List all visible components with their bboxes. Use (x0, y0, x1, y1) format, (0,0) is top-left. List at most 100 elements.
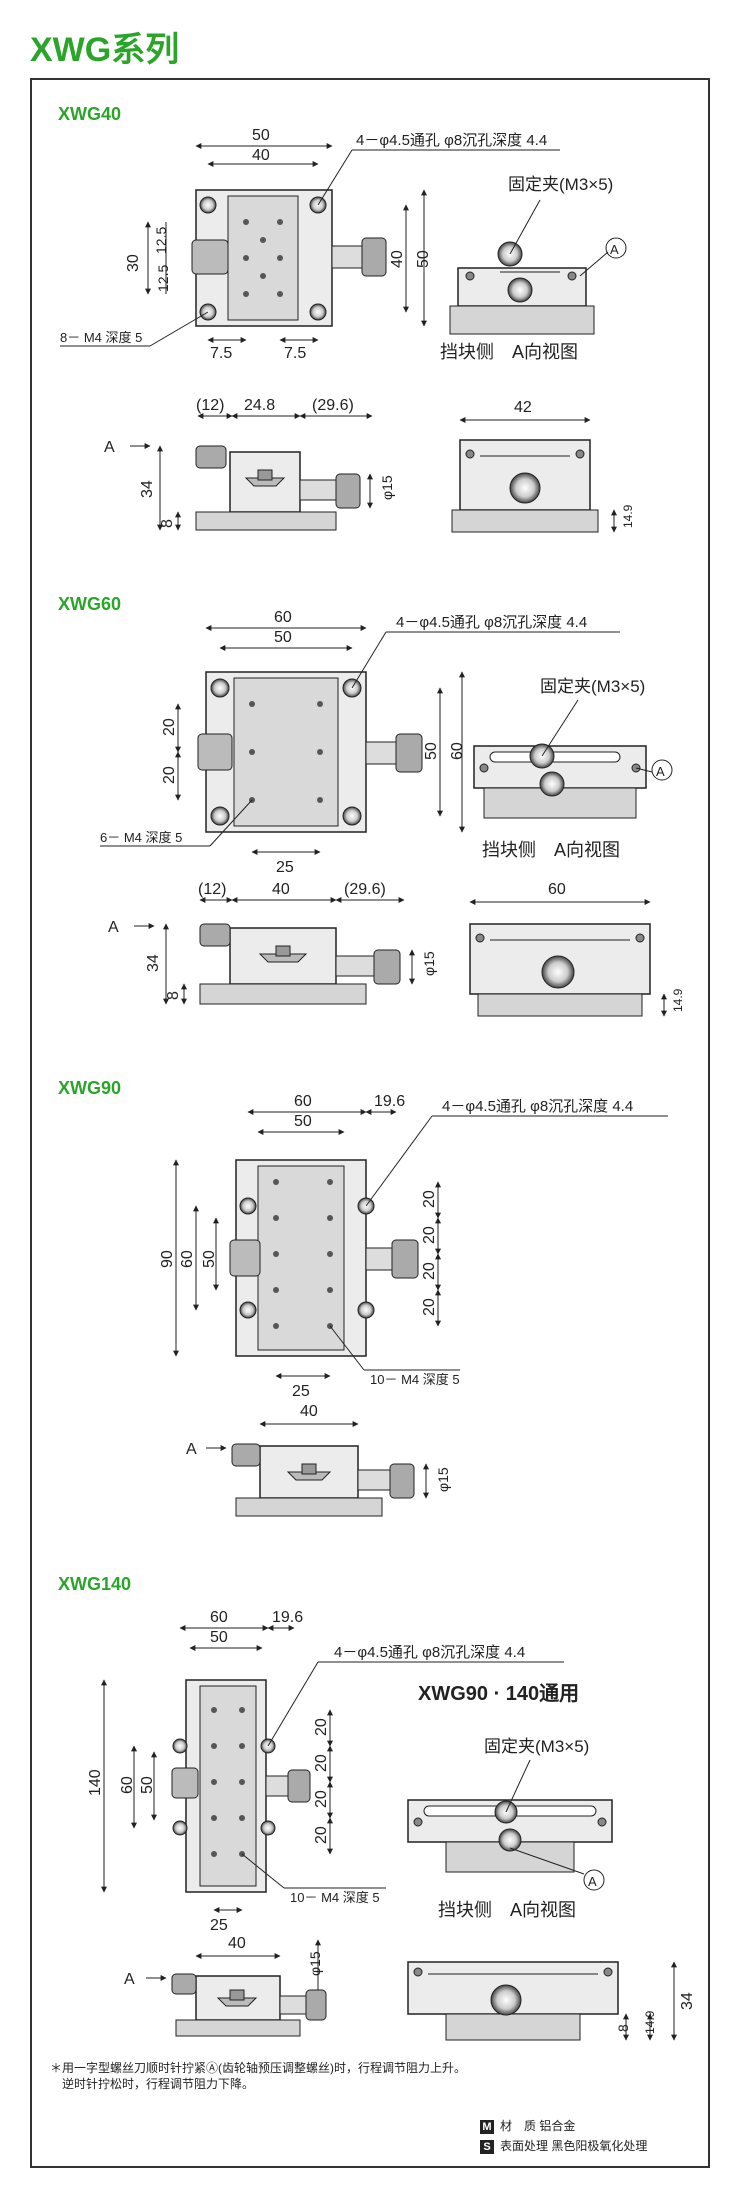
xwg140-dim-25: 25 (210, 1917, 228, 1934)
xwg140-m4-label: 10－ M4 深度 5 (290, 1890, 380, 1905)
xwg90-dim-phi15: φ15 (435, 1467, 451, 1492)
xwg60-circle-a-text: A (656, 764, 665, 779)
section-label-xwg40: XWG40 (58, 104, 121, 124)
xwg40-dim-12: (12) (196, 397, 224, 414)
legend-key: M (480, 2119, 494, 2134)
xwg40-dim-149: 14.9 (621, 504, 635, 528)
xwg60-dim-8: 8 (165, 991, 182, 1000)
xwg40-view-label: 挡块侧 A向视图 (440, 342, 578, 362)
xwg60-dim-60: 60 (274, 609, 292, 626)
xwg40-top-view (191, 189, 387, 327)
xwg60-dim-25: 25 (276, 859, 294, 876)
xwg40-dim-125a: 12.5 (153, 227, 169, 254)
xwg60-arrow-a: A (108, 919, 119, 936)
xwg40-circle-a-text: A (610, 242, 619, 257)
shared-circle-a-text: A (588, 1874, 597, 1889)
xwg60-dim-40: 40 (272, 881, 290, 898)
xwg140-dim-20d: 20 (313, 1826, 330, 1844)
xwg40-dim-40: 40 (252, 147, 270, 164)
xwg40-dim-75b: 7.5 (284, 345, 306, 362)
xwg40-dim-50r: 50 (415, 250, 432, 268)
xwg60-dim-50r: 50 (423, 742, 440, 760)
xwg60-dim-50: 50 (274, 629, 292, 646)
shared-title: XWG90 · 140通用 (418, 1682, 579, 1705)
xwg140-top-view (171, 1679, 311, 1893)
xwg40-front-view (195, 445, 361, 531)
xwg90-dim-50v: 50 (201, 1250, 218, 1268)
xwg60-bolt-hole-label: 4－φ4.5通孔 φ8沉孔深度 4.4 (396, 614, 587, 631)
xwg90-m4-label: 10－ M4 深度 5 (370, 1372, 460, 1387)
xwg40-bolt-hole-label: 4－φ4.5通孔 φ8沉孔深度 4.4 (356, 132, 547, 149)
xwg90-dim-90: 90 (159, 1250, 176, 1268)
xwg140-bolt-hole-label: 4－φ4.5通孔 φ8沉孔深度 4.4 (334, 1644, 525, 1661)
xwg140-dim-20b: 20 (313, 1754, 330, 1772)
xwg90-top-view (229, 1159, 419, 1357)
xwg140-dim-60v: 60 (119, 1776, 136, 1794)
shared-end-view (407, 1961, 619, 2041)
xwg40-clamp-label: 固定夹(M3×5) (508, 175, 613, 194)
xwg40-dim-30: 30 (125, 254, 142, 272)
xwg90-dim-40: 40 (300, 1403, 318, 1420)
legend-key: S (480, 2139, 494, 2154)
xwg90-dim-20b: 20 (421, 1226, 438, 1244)
xwg140-dim-50: 50 (210, 1629, 228, 1646)
xwg40-dim-34: 34 (139, 480, 156, 498)
xwg60-m4-label: 6－ M4 深度 5 (100, 830, 182, 845)
xwg60-dim-phi15: φ15 (421, 951, 437, 976)
xwg60-dim-34: 34 (145, 954, 162, 972)
xwg90-dim-20c: 20 (421, 1262, 438, 1280)
xwg60-dim-296: (29.6) (344, 881, 386, 898)
xwg60-dim-12: (12) (198, 881, 226, 898)
xwg40-arrow-a: A (104, 439, 115, 456)
xwg90-dim-25: 25 (292, 1383, 310, 1400)
xwg90-dim-20d: 20 (421, 1298, 438, 1316)
shared-circle-a (583, 1869, 605, 1891)
page-title: XWG系列 (30, 31, 180, 69)
xwg60-end-view (469, 923, 651, 1017)
xwg140-arrow-a: A (124, 1971, 135, 1988)
xwg40-side-view-a (449, 241, 595, 335)
xwg90-dim-20a: 20 (421, 1190, 438, 1208)
xwg90-bolt-hole-label: 4－φ4.5通孔 φ8沉孔深度 4.4 (442, 1098, 633, 1115)
xwg140-dim-34: 34 (679, 1992, 696, 2010)
xwg140-dim-149: 14.9 (643, 2010, 657, 2034)
legend-label: 表面处理 黑色阳极氧化处理 (500, 2139, 648, 2153)
xwg60-dim-60b: 60 (548, 881, 566, 898)
xwg90-dim-196: 19.6 (374, 1093, 405, 1110)
xwg40-circle-a (605, 237, 627, 259)
xwg140-dim-8: 8 (615, 2024, 631, 2032)
xwg40-end-view (451, 439, 599, 533)
xwg140-front-view (171, 1973, 327, 2037)
shared-view-label: 挡块侧 A向视图 (438, 1900, 576, 1920)
section-label-xwg140: XWG140 (58, 1574, 131, 1594)
xwg140-dim-140: 140 (87, 1769, 104, 1796)
xwg140-dim-196: 19.6 (272, 1609, 303, 1626)
xwg90-dim-50: 50 (294, 1113, 312, 1130)
xwg40-dim-75a: 7.5 (210, 345, 232, 362)
xwg140-dim-phi15: φ15 (307, 1951, 323, 1976)
xwg60-side-view-a (473, 743, 647, 819)
xwg90-front-view (231, 1443, 415, 1517)
xwg90-dim-60: 60 (294, 1093, 312, 1110)
section-label-xwg60: XWG60 (58, 594, 121, 614)
xwg60-top-view (197, 671, 423, 833)
xwg60-dim-149: 14.9 (671, 988, 685, 1012)
xwg90-arrow-a: A (186, 1441, 197, 1458)
legend-item-surface: S 表面处理 黑色阳极氧化处理 (480, 2136, 647, 2156)
xwg40-dim-296: (29.6) (312, 397, 354, 414)
footnote: ＊用一字型螺丝刀顺时针拧紧Ⓐ(齿轮轴预压调整螺丝)时，行程调节阻力上升。 逆时针… (50, 2060, 466, 2092)
xwg60-front-view (199, 923, 401, 1005)
xwg40-dim-40r: 40 (389, 250, 406, 268)
xwg40-m4-label: 8－ M4 深度 5 (60, 330, 142, 345)
xwg40-dim-248: 24.8 (244, 397, 275, 414)
xwg60-dim-60r: 60 (449, 742, 466, 760)
section-label-xwg90: XWG90 (58, 1078, 121, 1098)
xwg90-dim-60v: 60 (179, 1250, 196, 1268)
xwg40-dim-8: 8 (159, 519, 176, 528)
xwg140-dim-40: 40 (228, 1935, 246, 1952)
xwg60-dim-20b: 20 (161, 766, 178, 784)
xwg60-view-label: 挡块侧 A向视图 (482, 840, 620, 860)
